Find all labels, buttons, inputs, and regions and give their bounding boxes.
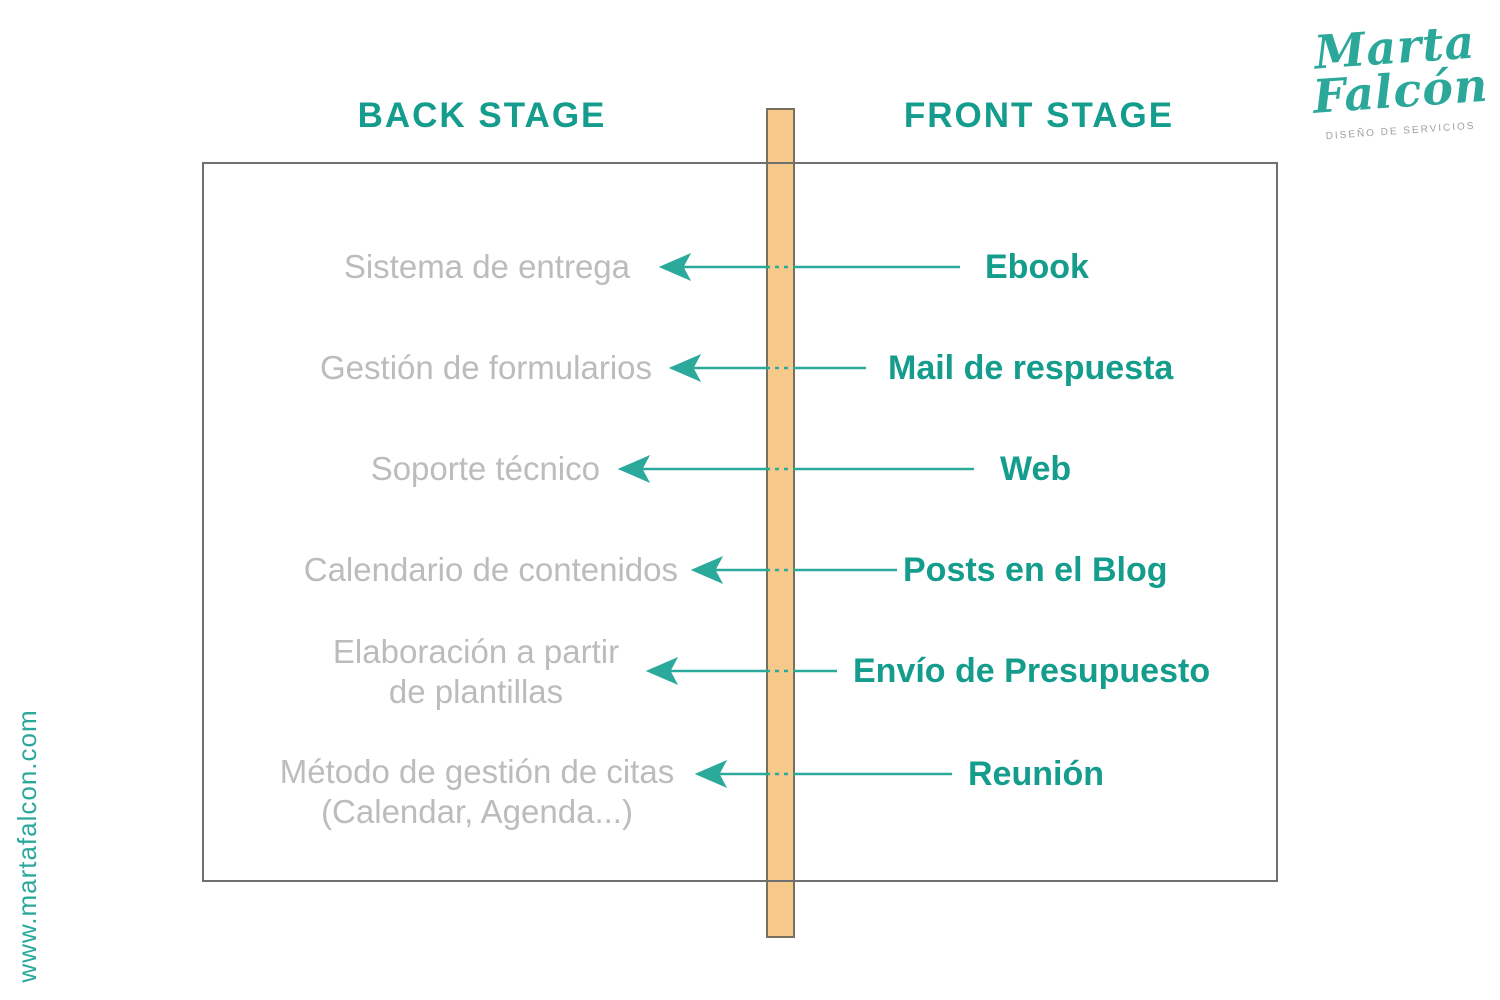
logo-name-line2: Falcón bbox=[1311, 57, 1491, 124]
backstage-label-calendario-de-contenidos: Calendario de contenidos bbox=[303, 551, 678, 588]
frontstage-label-envio-de-presupuesto: Envío de Presupuesto bbox=[853, 652, 1211, 690]
frontstage-label-mail-de-respuesta: Mail de respuesta bbox=[888, 349, 1174, 387]
stage-divider-bar bbox=[766, 108, 795, 938]
backstage-label-elaboracion-plantillas: Elaboración a partir de plantillas bbox=[332, 633, 620, 710]
frontstage-label-reunion: Reunión bbox=[968, 755, 1104, 793]
logo-tagline: DISEÑO DE SERVICIOS bbox=[1325, 120, 1476, 143]
backstage-label-gestion-de-formularios: Gestión de formularios bbox=[320, 349, 652, 386]
website-watermark: www.martafalcon.com bbox=[12, 709, 42, 983]
backstage-label-metodo-gestion-citas: Método de gestión de citas (Calendar, Ag… bbox=[279, 753, 675, 830]
backstage-header: BACK STAGE bbox=[357, 96, 607, 135]
marta-falcon-logo: Marta Falcón DISEÑO DE SERVICIOS bbox=[1308, 15, 1491, 143]
frontstage-header: FRONT STAGE bbox=[903, 96, 1175, 135]
backstage-label-sistema-de-entrega: Sistema de entrega bbox=[343, 248, 630, 285]
frontstage-label-ebook: Ebook bbox=[985, 248, 1089, 286]
blueprint-box bbox=[202, 162, 1278, 882]
backstage-label-soporte-tecnico: Soporte técnico bbox=[370, 450, 600, 487]
frontstage-label-posts-en-el-blog: Posts en el Blog bbox=[903, 551, 1168, 589]
frontstage-label-web: Web bbox=[1000, 450, 1072, 488]
